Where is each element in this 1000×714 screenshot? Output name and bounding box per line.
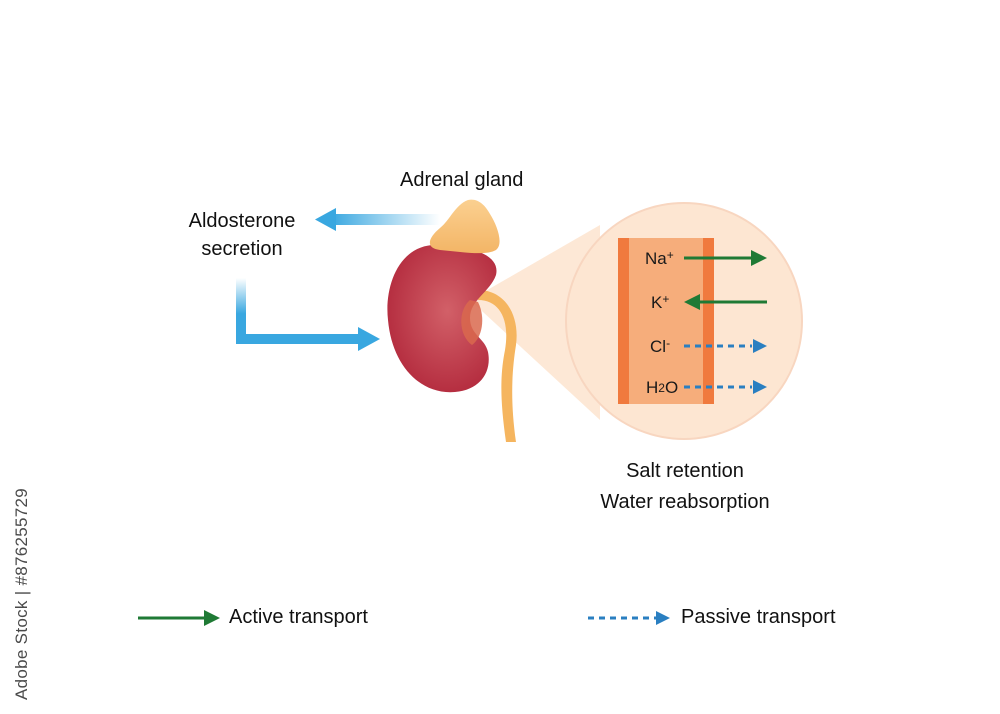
legend-active-label: Active transport [229,606,368,628]
h2o-passive-arrow [684,380,767,394]
k-active-arrow [684,294,767,310]
adrenal-gland [429,199,500,254]
na-active-arrow [684,250,767,266]
ureter [478,290,517,442]
aldosterone-label-line1: Aldosterone [188,210,296,232]
kidney-hilum [461,300,483,345]
adrenal-gland-label: Adrenal gland [400,169,524,191]
cl-passive-arrow [684,339,767,353]
aldosterone-label-line2: secretion [201,238,283,260]
ion-h2o: H2O [646,378,679,397]
ion-k: K+ [651,292,670,312]
side-watermark: Adobe Stock | #876255729 [12,487,31,700]
legend-passive-label: Passive transport [681,606,836,628]
secretion-arrow-out [315,208,440,231]
outcome-label-line2: Water reabsorption [600,491,770,513]
legend-passive-arrow [588,611,670,625]
legend-active-arrow [138,610,220,626]
outcome-label-line1: Salt retention [626,460,744,482]
ion-cl: Cl- [650,336,671,356]
ion-na: Na+ [645,248,674,268]
kidney [387,244,497,393]
tubule-wall-right [703,238,714,404]
tubule-lumen [618,238,714,404]
aldosterone-label: Aldosterone secretion [178,209,306,261]
tubule-wall-left [618,238,629,404]
outcome-label: Salt retention Water reabsorption [580,459,790,514]
zoom-cone [470,225,600,420]
secretion-arrow-return [236,278,380,351]
